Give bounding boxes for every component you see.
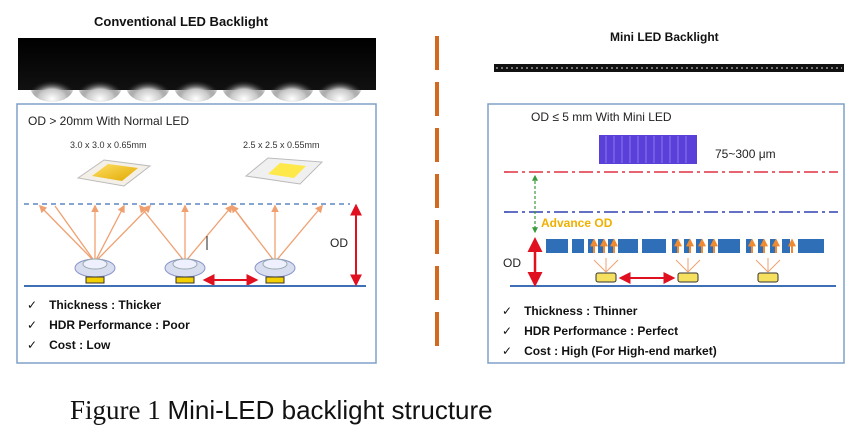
conventional-led-strip bbox=[18, 38, 376, 102]
left-panel-box bbox=[16, 103, 377, 364]
lens-led-1-icon bbox=[74, 258, 116, 284]
right-panel-title: Mini LED Backlight bbox=[610, 30, 719, 44]
right-checklist: ✓ Thickness : Thinner ✓ HDR Performance … bbox=[502, 304, 717, 358]
right-od-label: OD bbox=[503, 256, 521, 270]
mini-led-chips bbox=[593, 258, 781, 283]
led-chip-a-icon bbox=[76, 159, 152, 187]
check-icon: ✓ bbox=[502, 324, 513, 338]
right-check-item: ✓ HDR Performance : Perfect bbox=[502, 324, 717, 338]
check-icon: ✓ bbox=[27, 338, 38, 352]
check-icon: ✓ bbox=[502, 304, 513, 318]
mini-led-strip bbox=[494, 64, 844, 72]
figure-caption: Figure 1 Mini-LED backlight structure bbox=[70, 395, 493, 426]
left-checklist: ✓ Thickness : Thicker ✓ HDR Performance … bbox=[27, 298, 190, 352]
lens-led-3-icon bbox=[254, 258, 296, 284]
left-check-text: Thickness : Thicker bbox=[49, 298, 162, 312]
chip-a-size-label: 3.0 x 3.0 x 0.65mm bbox=[70, 140, 147, 150]
right-check-text: HDR Performance : Perfect bbox=[524, 324, 679, 338]
mini-led-size-label: 75~300 μm bbox=[715, 147, 776, 161]
right-check-item: ✓ Thickness : Thinner bbox=[502, 304, 717, 318]
right-check-item: ✓ Cost : High (For High-end market) bbox=[502, 344, 717, 358]
figure-caption-prefix: Figure 1 bbox=[70, 395, 161, 425]
left-check-item: ✓ Thickness : Thicker bbox=[27, 298, 190, 312]
check-icon: ✓ bbox=[27, 318, 38, 332]
mini-led-array bbox=[546, 238, 824, 253]
right-check-text: Cost : High (For High-end market) bbox=[524, 344, 717, 358]
left-check-item: ✓ Cost : Low bbox=[27, 338, 190, 352]
left-check-text: HDR Performance : Poor bbox=[49, 318, 190, 332]
left-check-text: Cost : Low bbox=[49, 338, 111, 352]
advance-od-label: Advance OD bbox=[541, 216, 613, 230]
right-panel-box bbox=[487, 103, 845, 364]
chip-b-size-label: 2.5 x 2.5 x 0.55mm bbox=[243, 140, 320, 150]
left-od-label: OD bbox=[330, 236, 348, 250]
right-od-note: OD ≤ 5 mm With Mini LED bbox=[531, 110, 672, 124]
check-icon: ✓ bbox=[27, 298, 38, 312]
mini-led-block-icon bbox=[599, 135, 697, 164]
left-light-rays bbox=[38, 204, 324, 263]
right-check-text: Thickness : Thinner bbox=[524, 304, 638, 318]
led-chip-b-icon bbox=[244, 157, 324, 185]
figure-caption-text: Mini-LED backlight structure bbox=[167, 395, 493, 425]
left-od-note: OD > 20mm With Normal LED bbox=[28, 114, 190, 128]
left-check-item: ✓ HDR Performance : Poor bbox=[27, 318, 190, 332]
left-panel-title: Conventional LED Backlight bbox=[94, 14, 269, 29]
check-icon: ✓ bbox=[502, 344, 513, 358]
lens-led-2-icon bbox=[164, 258, 206, 284]
